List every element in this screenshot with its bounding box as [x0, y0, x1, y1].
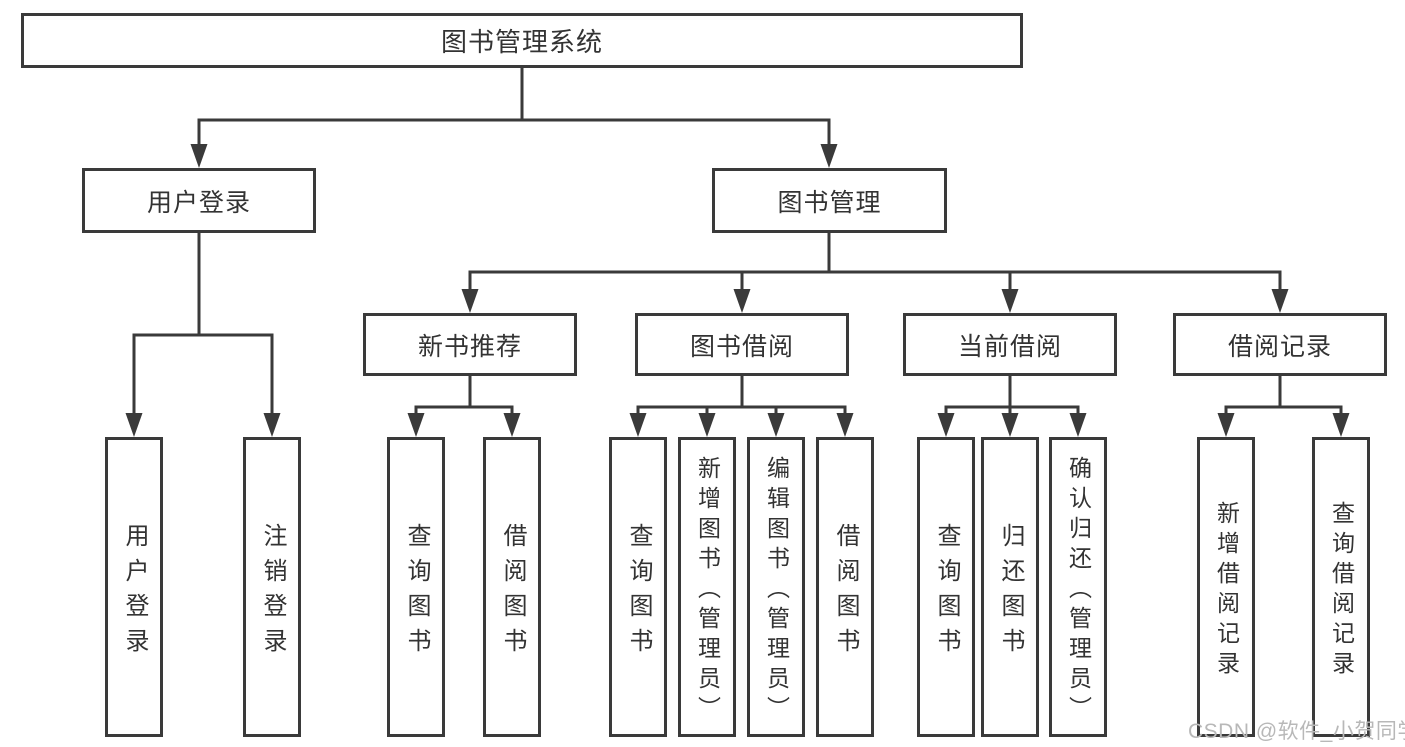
leaf-nbr-query-books: 查询图书 — [387, 437, 445, 737]
leaf-logout: 注销登录 — [243, 437, 301, 737]
leaf-nbr-borrow-books: 借阅图书 — [483, 437, 541, 737]
leaf-bb-add-book-admin: 新增图书（管理员） — [678, 437, 736, 737]
node-library-management-system: 图书管理系统 — [21, 13, 1023, 68]
leaf-bb-query-books: 查询图书 — [609, 437, 667, 737]
leaf-br-query-borrow-record: 查询借阅记录 — [1312, 437, 1370, 737]
node-book-management: 图书管理 — [712, 168, 947, 233]
node-current-borrowing: 当前借阅 — [903, 313, 1117, 376]
leaf-br-add-borrow-record: 新增借阅记录 — [1197, 437, 1255, 737]
node-borrowing-records: 借阅记录 — [1173, 313, 1387, 376]
leaf-cb-return-book: 归还图书 — [981, 437, 1039, 737]
leaf-user-login: 用户登录 — [105, 437, 163, 737]
node-book-borrowing: 图书借阅 — [635, 313, 849, 376]
leaf-bb-borrow-books: 借阅图书 — [816, 437, 874, 737]
node-new-book-recommendation: 新书推荐 — [363, 313, 577, 376]
leaf-cb-confirm-return-admin: 确认归还（管理员） — [1049, 437, 1107, 737]
csdn-watermark: CSDN @软件_小贺同学 — [1188, 720, 1405, 743]
leaf-bb-edit-book-admin: 编辑图书（管理员） — [747, 437, 805, 737]
node-user-login: 用户登录 — [82, 168, 316, 233]
leaf-cb-query-books: 查询图书 — [917, 437, 975, 737]
